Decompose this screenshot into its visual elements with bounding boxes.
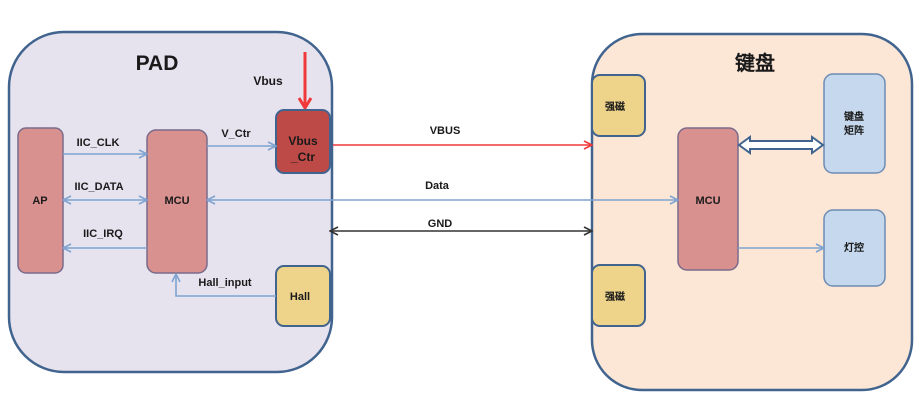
key-matrix-label-line2: 矩阵 [844,124,864,137]
gnd-link-label: GND [428,218,453,230]
light-control-block: 灯控 [823,209,886,287]
keyboard-container: 键盘 强磁 强磁 MCU 键盘 矩阵 灯控 [590,32,914,392]
key-matrix-label-line1: 键盘 [843,110,864,123]
magnet-top-label: 强磁 [605,100,625,113]
key-matrix-block: 键盘 矩阵 [823,73,886,174]
keyboard-title: 键盘 [735,51,775,75]
data-link-label: Data [425,180,450,192]
pad-mcu-block: MCU [146,129,208,274]
hall-block: Hall [275,265,331,327]
ap-label: AP [32,195,47,207]
hall-label: Hall [290,291,310,303]
pad-mcu-label: MCU [164,195,189,207]
iic-clk-label: IIC_CLK [77,137,120,149]
mcu-matrix-bidirectional-arrow [737,135,825,155]
magnet-bottom-label: 强磁 [605,290,625,303]
keyboard-mcu-block: MCU [677,127,739,271]
v-ctr-label: V_Ctr [221,128,251,140]
inter-device-links: VBUS Data GND [207,125,678,231]
hall-input-label: Hall_input [198,277,252,289]
ap-block: AP [17,127,64,274]
pad-title: PAD [136,52,179,75]
vbus-input-label: Vbus [253,74,283,88]
keyboard-mcu-label: MCU [695,195,720,207]
magnet-top-block: 强磁 [591,74,646,137]
vbus-link-label: VBUS [430,125,461,137]
vbus-ctr-label-line2: _Ctr [290,150,315,164]
pad-container: PAD Vbus AP MCU Vbus _Ctr Hall IIC_CLK [7,30,334,374]
vbus-ctr-label-line1: Vbus [288,134,318,148]
vbus-input-arrowhead [297,97,313,111]
iic-irq-label: IIC_IRQ [83,228,123,240]
hall-input-arrow [176,274,276,297]
vbus-ctr-block: Vbus _Ctr [275,109,331,174]
magnet-bottom-block: 强磁 [591,264,646,327]
light-control-label: 灯控 [844,241,864,254]
iic-data-label: IIC_DATA [74,181,123,193]
